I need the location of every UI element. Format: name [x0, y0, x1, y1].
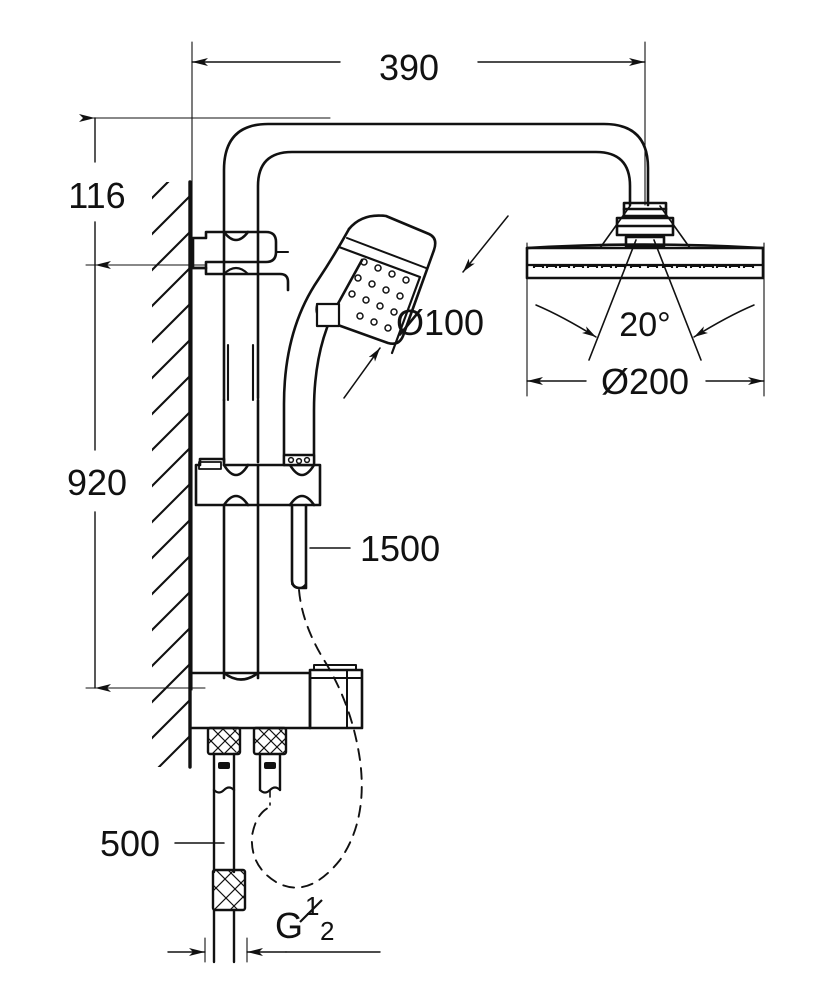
- dimension-label-thread: G 1 2: [275, 891, 334, 946]
- thread-denominator: 2: [320, 916, 334, 946]
- shower-arm: [222, 122, 650, 402]
- dimension-label-spray-angle: 20°: [619, 306, 670, 344]
- hose-nuts: [206, 726, 288, 756]
- slider-bracket: [194, 457, 322, 590]
- dimension-spray-angle: [535, 304, 755, 338]
- head-shower: [525, 201, 765, 361]
- dimension-label-390: 390: [379, 47, 439, 88]
- fraction-slash: [299, 899, 323, 923]
- dimension-label-head-diameter: Ø200: [601, 361, 689, 402]
- hand-nozzle-face: [348, 258, 410, 332]
- dimension-label-hand-diameter: Ø100: [396, 302, 484, 343]
- upper-wall-bracket: [191, 230, 290, 292]
- head-connector: [615, 201, 675, 248]
- shower-hose-lower: [211, 788, 247, 964]
- dimension-label-500: 500: [100, 823, 160, 864]
- dimension-hand-diameter: [343, 215, 509, 399]
- head-nozzle-row: [532, 264, 755, 268]
- thread-letter: G: [275, 905, 303, 946]
- dimension-label-920: 920: [67, 462, 127, 503]
- dimension-label-116: 116: [68, 175, 125, 216]
- shower-hose: [250, 589, 363, 889]
- hand-shower: [282, 214, 437, 467]
- extension-lines: [85, 41, 765, 963]
- mixer-valve: [188, 664, 364, 730]
- riser-rail: [222, 343, 260, 680]
- hose-stubs: [212, 752, 282, 806]
- wall-section: [152, 180, 192, 769]
- spray-cone: [588, 205, 702, 361]
- dimension-label-1500: 1500: [360, 528, 440, 569]
